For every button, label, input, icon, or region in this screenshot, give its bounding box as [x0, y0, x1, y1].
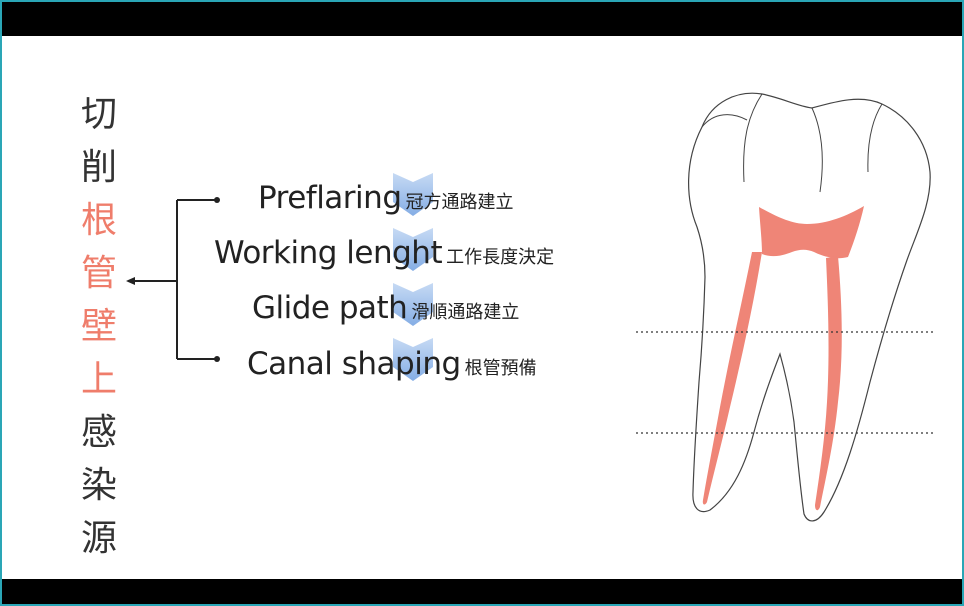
tooth-cusp-line	[812, 108, 822, 192]
tooth-cusp-line	[744, 94, 762, 182]
pulp-chamber	[759, 206, 864, 258]
bottom-black-bar	[2, 579, 962, 604]
tooth-outline	[689, 93, 931, 521]
pulp-canal-left	[703, 252, 762, 504]
pulp-canal-right	[815, 256, 842, 510]
tooth-cusp-line	[702, 115, 747, 127]
tooth-cusp-line	[868, 104, 882, 172]
